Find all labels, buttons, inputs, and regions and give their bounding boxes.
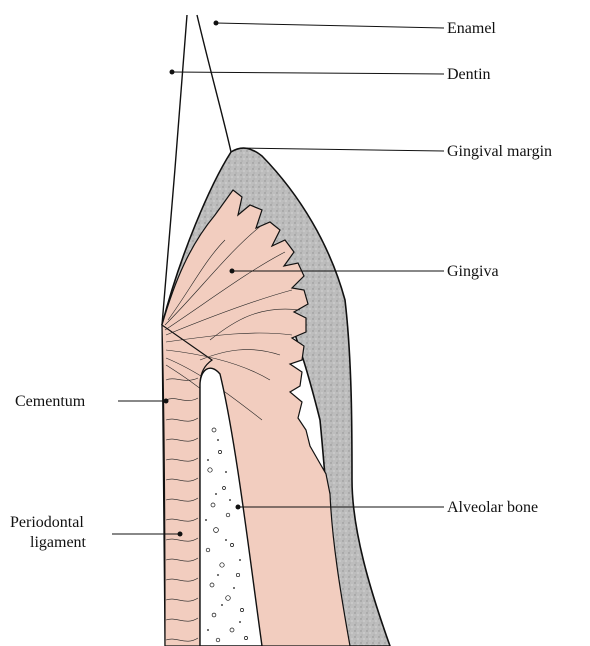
label-cementum: Cementum — [15, 393, 86, 410]
leader-gingival-margin — [240, 148, 444, 151]
label-alveolar-bone: Alveolar bone — [447, 499, 538, 516]
label-gingiva: Gingiva — [447, 263, 499, 280]
label-periodontal-line2: ligament — [30, 534, 87, 551]
leader-enamel — [214, 21, 445, 29]
enamel-outline — [197, 15, 231, 152]
label-dentin: Dentin — [447, 66, 491, 83]
leader-cementum — [118, 399, 169, 404]
label-enamel: Enamel — [447, 20, 496, 37]
label-periodontal-line1: Periodontal — [10, 514, 84, 531]
label-gingival-margin: Gingival margin — [447, 143, 552, 160]
